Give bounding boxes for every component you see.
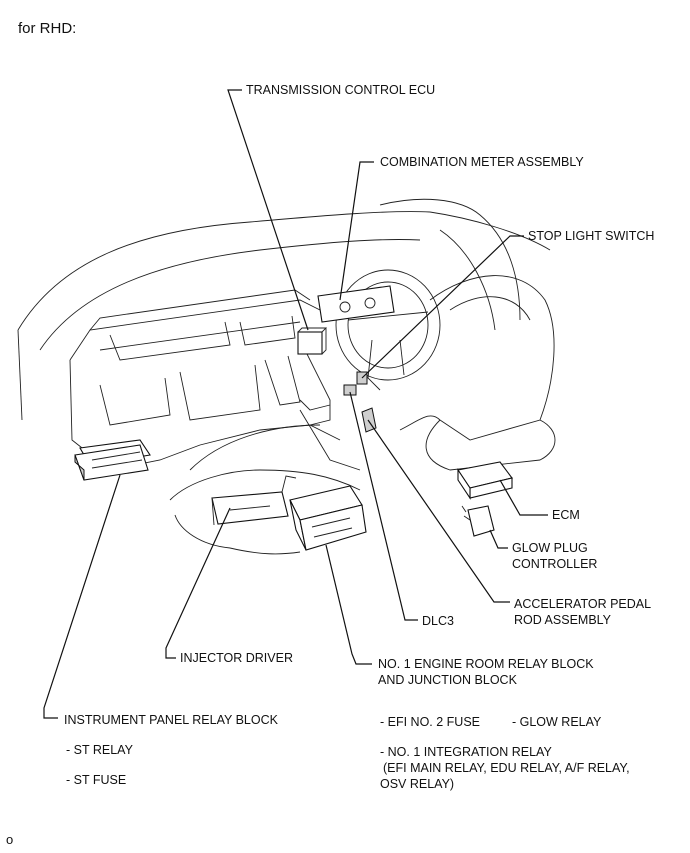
label-accelerator-line1: ACCELERATOR PEDAL [514,597,652,611]
er-item-integration-detail1: (EFI MAIN RELAY, EDU RELAY, A/F RELAY, [383,761,630,775]
er-item-integration-relay: - NO. 1 INTEGRATION RELAY [380,745,552,759]
transmission-ecu-shape [297,327,328,355]
label-combination-meter: COMBINATION METER ASSEMBLY [380,155,584,169]
combination-meter-shape [317,285,395,323]
cabin-outline [17,198,551,421]
label-glow-plug-line1: GLOW PLUG [512,541,588,555]
injector-driver-shape [211,475,297,526]
label-injector-driver: INJECTOR DRIVER [180,651,293,665]
label-ecm: ECM [552,508,580,522]
stop-light-switch-shape [343,371,368,396]
er-item-efi-fuse: - EFI NO. 2 FUSE [380,715,481,729]
ip-item-st-fuse: - ST FUSE [66,773,127,787]
label-instrument-panel: INSTRUMENT PANEL RELAY BLOCK [64,713,278,727]
label-engine-room-line1: NO. 1 ENGINE ROOM RELAY BLOCK [378,657,594,671]
glow-plug-controller-shape [461,505,495,537]
er-item-integration-detail2: OSV RELAY) [380,777,455,791]
ip-item-st-relay: - ST RELAY [66,743,133,757]
er-item-glow-relay: - GLOW RELAY [512,715,602,729]
floor-console [169,424,361,555]
label-stop-light-switch: STOP LIGHT SWITCH [528,229,655,243]
label-dlc3: DLC3 [422,614,454,628]
leader-lines [43,89,548,719]
steering-wheel [335,269,441,391]
label-accelerator-line2: ROD ASSEMBLY [514,613,612,627]
label-glow-plug-line2: CONTROLLER [512,557,598,571]
footer-mark: o [6,832,14,847]
label-engine-room-line2: AND JUNCTION BLOCK [378,673,517,687]
ecm-shape [457,461,513,500]
instrument-panel-relay-shape [74,439,151,481]
label-transmission-ecu: TRANSMISSION CONTROL ECU [246,83,436,97]
region-header: for RHD: [18,20,77,37]
engine-room-relay-shape [289,485,367,551]
